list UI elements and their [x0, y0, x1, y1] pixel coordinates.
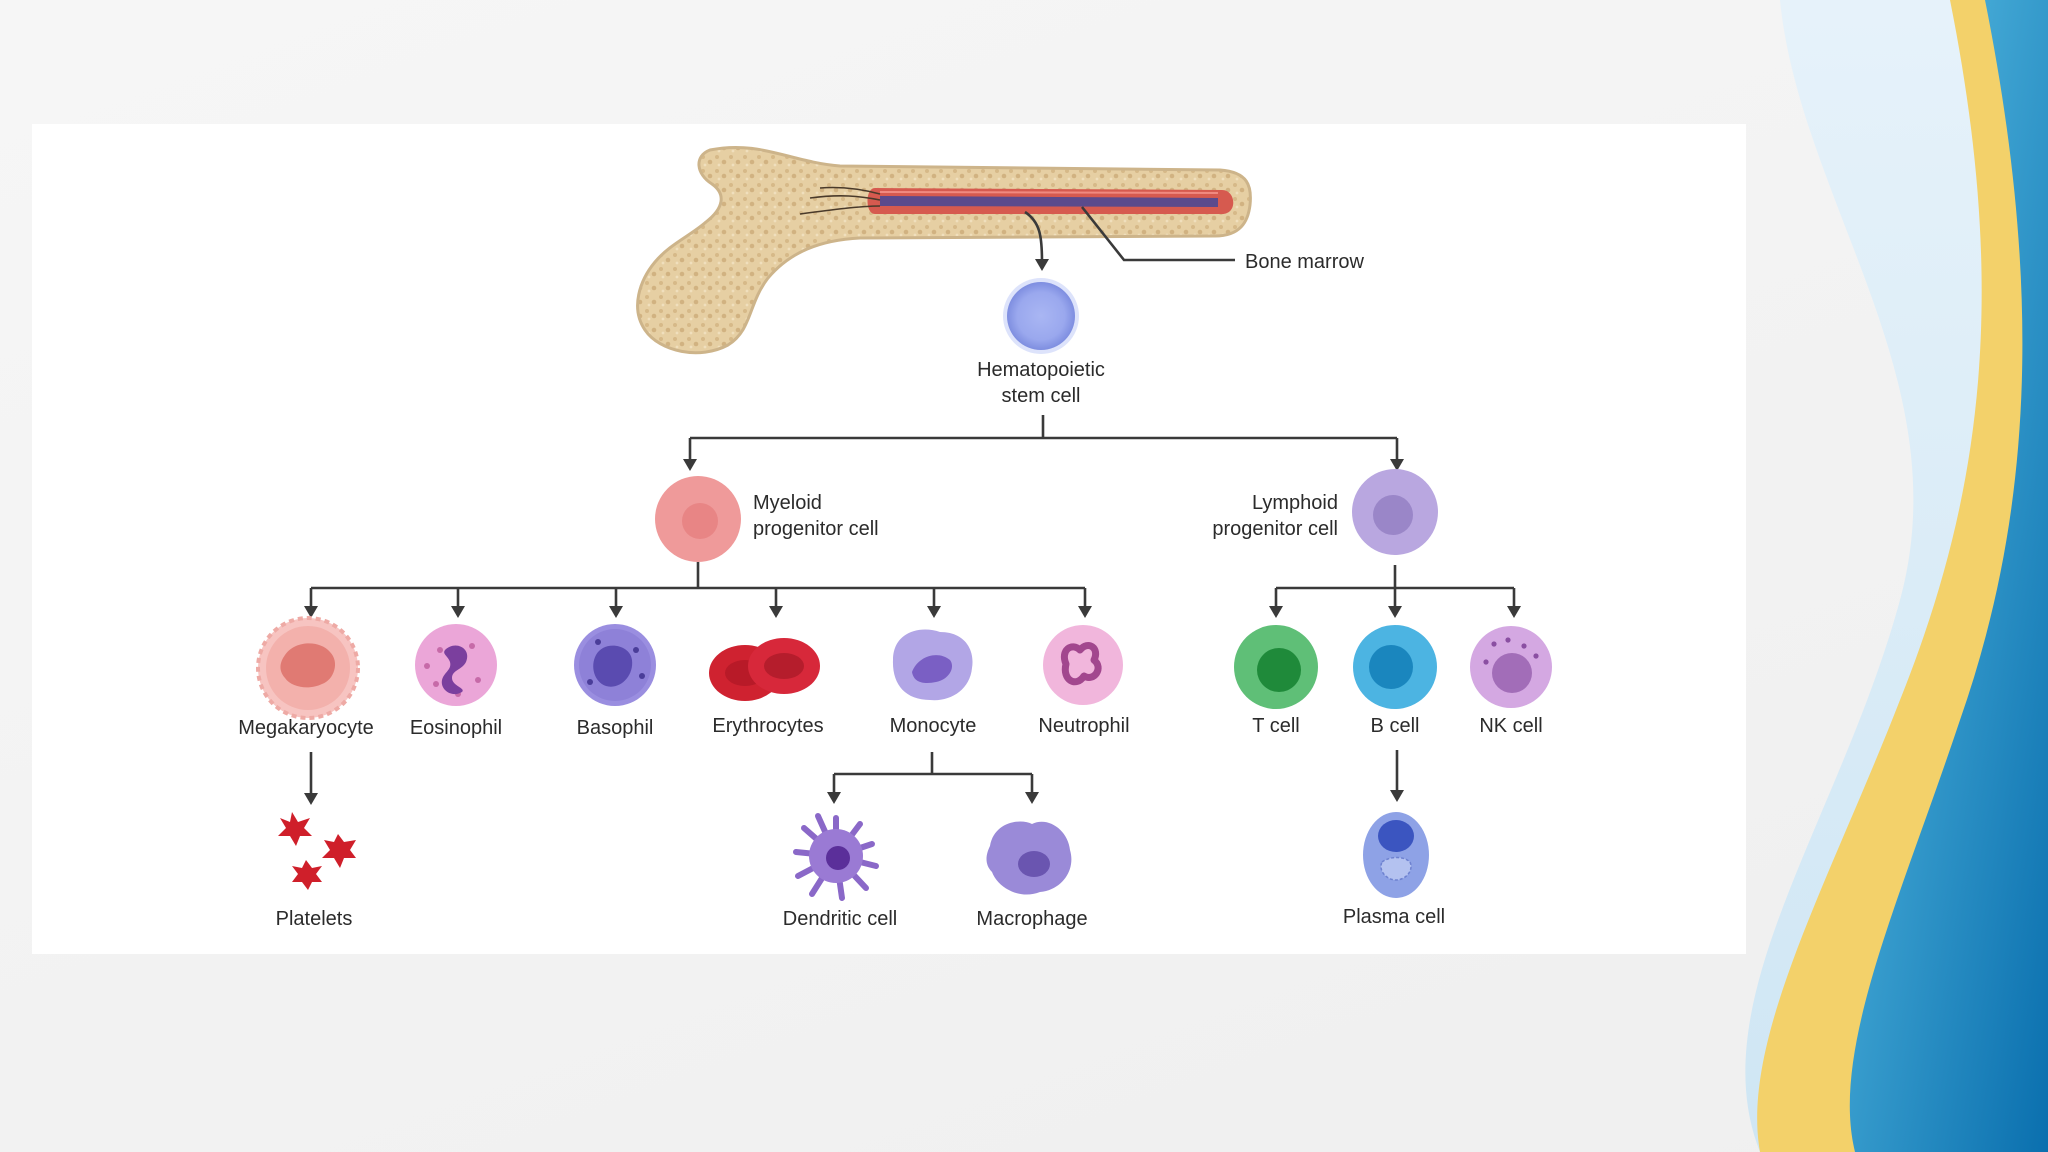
neutrophil-label: Neutrophil	[1038, 715, 1129, 737]
hsc-label-line1: Hematopoietic	[977, 359, 1105, 381]
dendritic-cell	[793, 813, 879, 901]
platelets-label: Platelets	[276, 908, 353, 930]
nk-cell	[1470, 626, 1552, 708]
neutrophil-cell	[1043, 625, 1123, 705]
t-cell-label: T cell	[1252, 715, 1299, 737]
erythrocytes-cells	[709, 638, 820, 701]
plasma-cell-label: Plasma cell	[1343, 906, 1445, 928]
arrowhead	[304, 793, 318, 805]
dendritic-cell-label: Dendritic cell	[783, 908, 897, 930]
hematopoietic-stem-cell	[1003, 278, 1079, 354]
megakaryocyte-cell	[256, 616, 360, 720]
megakaryocyte-label: Megakaryocyte	[238, 717, 374, 739]
nk-cell-label: NK cell	[1479, 715, 1542, 737]
plasma-cell	[1363, 812, 1429, 898]
diagram-panel	[32, 124, 1746, 954]
monocyte-cell	[892, 629, 973, 701]
marrow-to-hsc-arrow	[1024, 210, 1044, 263]
monocyte-branch-connector	[827, 752, 1039, 804]
b-cell-label: B cell	[1371, 715, 1420, 737]
myeloid-label-line1: Myeloid	[753, 492, 822, 514]
macrophage-cell	[986, 821, 1072, 895]
monocyte-label: Monocyte	[890, 715, 977, 737]
hsc-branch-connector	[683, 415, 1404, 471]
decorative-wave	[1745, 0, 2048, 1152]
eosinophil-label: Eosinophil	[410, 717, 502, 739]
bone-marrow-pointer	[1080, 206, 1235, 262]
macrophage-label: Macrophage	[976, 908, 1087, 930]
lymphoid-branch-connector	[1269, 565, 1521, 618]
basophil-label: Basophil	[577, 717, 654, 739]
arrowhead	[1390, 790, 1404, 802]
b-cell	[1353, 625, 1437, 709]
myeloid-progenitor-cell	[655, 476, 741, 562]
arrowhead	[1035, 259, 1049, 271]
platelets-cells	[278, 812, 356, 890]
bone-marrow-label: Bone marrow	[1245, 251, 1364, 273]
erythrocytes-label: Erythrocytes	[712, 715, 823, 737]
bone-illustration	[636, 145, 1252, 355]
hsc-label-line2: stem cell	[1002, 385, 1081, 407]
myeloid-branch-connector	[304, 562, 1092, 618]
t-cell	[1234, 625, 1318, 709]
myeloid-label-line2: progenitor cell	[753, 518, 879, 540]
lymphoid-progenitor-cell	[1352, 469, 1438, 555]
eosinophil-cell	[415, 624, 497, 706]
lymphoid-label-line2: progenitor cell	[1212, 518, 1338, 540]
basophil-cell	[574, 624, 656, 706]
lymphoid-label-line1: Lymphoid	[1252, 492, 1338, 514]
